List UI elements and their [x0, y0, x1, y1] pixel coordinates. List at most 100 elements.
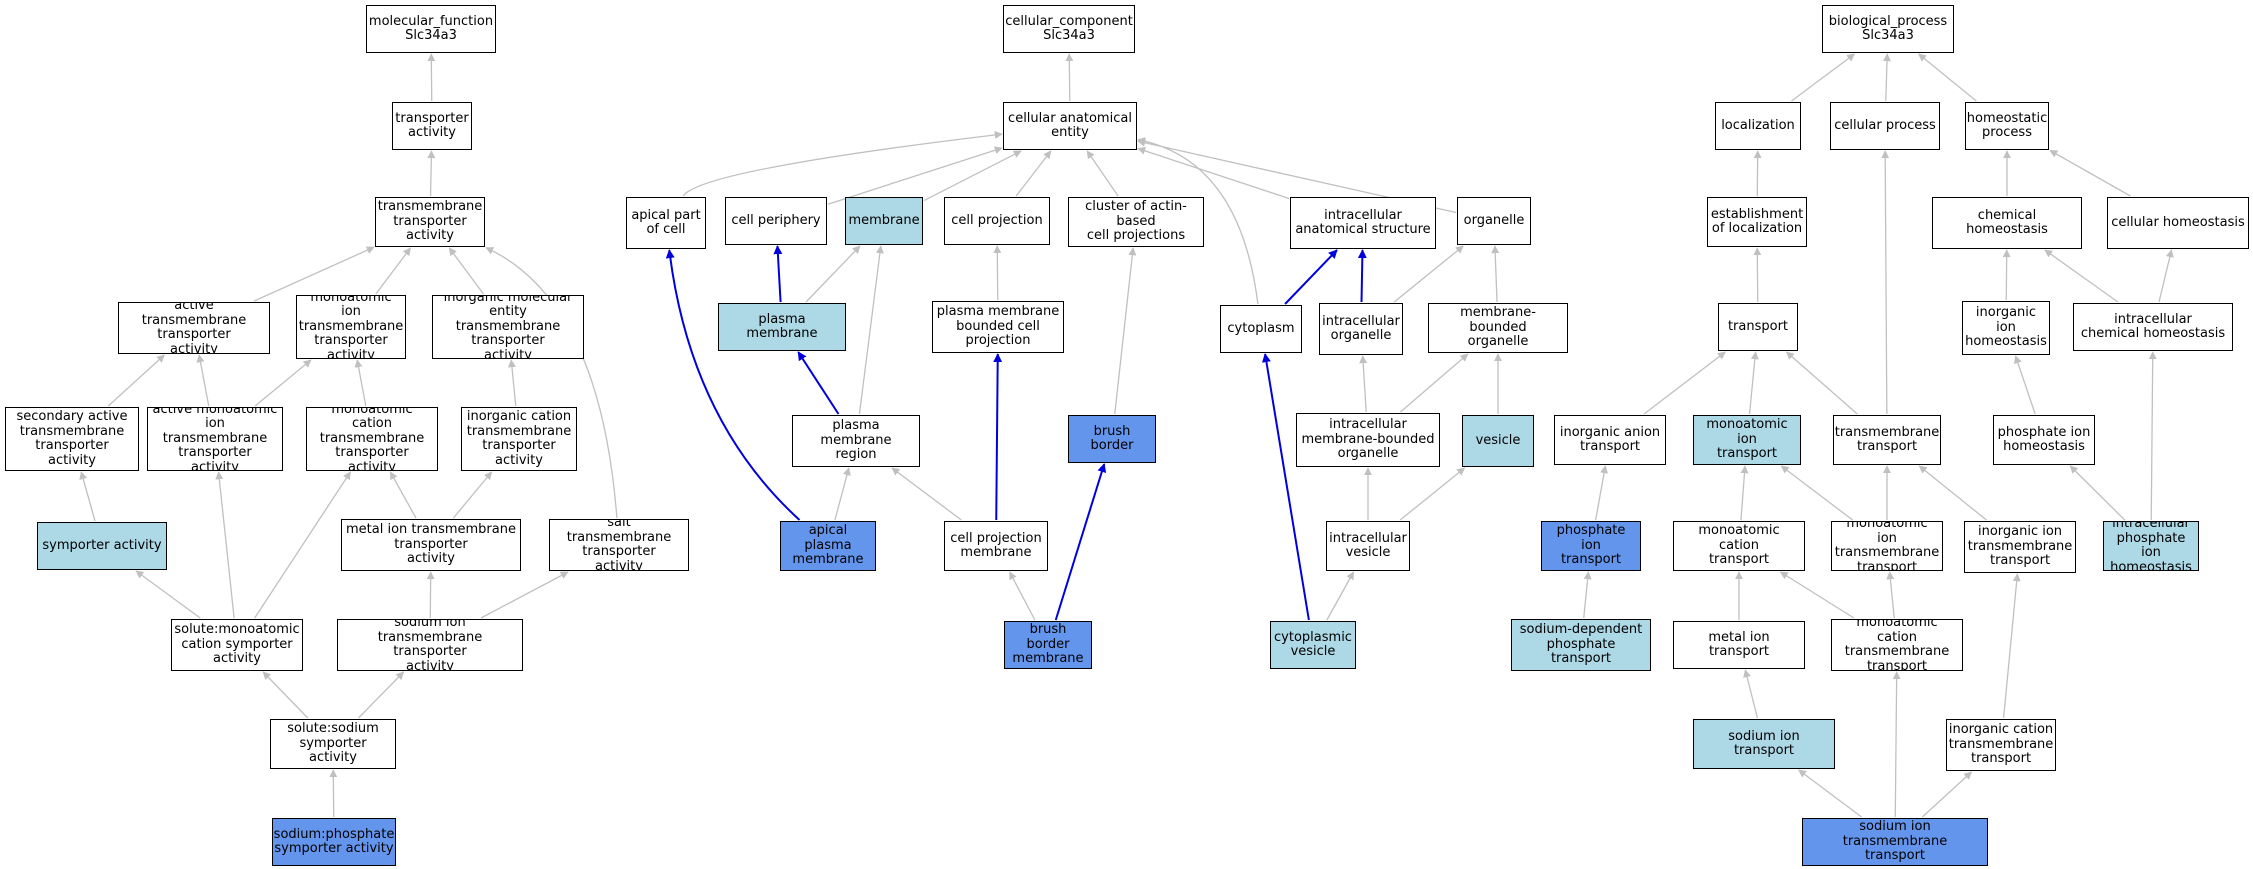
go-term-bp-metaliontrans[interactable]: metal ion transport [1673, 621, 1805, 669]
go-term-mf-activemono[interactable]: active monoatomic ion transmembrane tran… [147, 407, 283, 471]
go-term-bp-monocattm[interactable]: monoatomic cation transmembrane transpor… [1831, 619, 1963, 671]
go-term-label: intracellular anatomical structure [1295, 207, 1431, 237]
go-term-bp-intrachem[interactable]: intracellular chemical homeostasis [2073, 303, 2233, 351]
edge-mf-solmono-to-mf-symporter [135, 570, 201, 619]
go-term-cc-anat[interactable]: cellular anatomical entity [1003, 102, 1137, 150]
go-term-bp-chemhomeo[interactable]: chemical homeostasis [1932, 197, 2082, 249]
edge-cc-apicalpm-to-cc-pmregion [834, 467, 851, 521]
go-term-cc-membound[interactable]: membrane-bounded organelle [1428, 303, 1568, 353]
go-term-cc-cluster[interactable]: cluster of actin-based cell projections [1068, 197, 1204, 247]
go-term-bp-cellhomeo[interactable]: cellular homeostasis [2107, 197, 2249, 249]
go-term-label: sodium ion transport [1728, 728, 1800, 758]
go-term-mf-inorgmol[interactable]: inorganic molecular entity transmembrane… [432, 295, 584, 359]
go-term-label: plasma membrane region [820, 418, 892, 463]
go-term-cc-pmbounded[interactable]: plasma membrane bounded cell projection [932, 301, 1064, 353]
edge-bp-phosiontrans-to-bp-inorganion [1595, 465, 1609, 521]
go-term-mf-solmono[interactable]: solute:monoatomic cation symporter activ… [171, 619, 303, 671]
go-term-bp-homeo[interactable]: homeostatic process [1965, 102, 2049, 150]
go-term-label: phosphate ion transport [1556, 523, 1626, 568]
go-term-mf-monocation[interactable]: monoatomic cation transmembrane transpor… [306, 407, 438, 471]
go-term-cc-apicalpart[interactable]: apical part of cell [626, 197, 706, 249]
edge-cc-intraanat-to-cc-anat [1137, 146, 1290, 200]
edge-cc-pmbounded-to-cc-projection [993, 245, 1002, 301]
go-term-bp-inorgiontm[interactable]: inorganic ion transmembrane transport [1964, 521, 2076, 573]
go-term-cc-cellprojmem[interactable]: cell projection membrane [944, 521, 1048, 571]
edge-bp-transport-to-bp-estab [1753, 247, 1762, 303]
edge-mf-activemono-to-mf-monoion [254, 359, 312, 407]
edge-bp-sodiumtm-to-bp-sodiumtrans [1798, 769, 1862, 818]
go-term-cc-periphery[interactable]: cell periphery [725, 197, 827, 245]
go-term-mf-inorgcation[interactable]: inorganic cation transmembrane transport… [461, 407, 577, 471]
go-term-label: cytoplasm [1227, 320, 1295, 336]
go-term-bp-local[interactable]: localization [1715, 102, 1801, 150]
edge-bp-local-to-bp-root [1791, 53, 1856, 102]
go-term-label: inorganic anion transport [1559, 424, 1661, 454]
go-term-label: transmembrane transporter activity [377, 199, 483, 244]
go-term-cc-root[interactable]: cellular_component Slc34a3 [1003, 5, 1135, 53]
edge-bp-sodiumtm-to-bp-monocattm [1892, 671, 1901, 818]
go-term-bp-sodiumtm[interactable]: sodium ion transmembrane transport [1802, 818, 1988, 866]
go-term-cc-plasmamem[interactable]: plasma membrane [718, 303, 846, 351]
go-term-label: plasma membrane [746, 311, 818, 341]
go-term-bp-phoshomeo[interactable]: phosphate ion homeostasis [1993, 415, 2095, 465]
go-term-cc-membrane[interactable]: membrane [845, 197, 923, 245]
go-term-cc-intravesicle[interactable]: intracellular vesicle [1326, 521, 1410, 571]
go-term-bp-inorganion[interactable]: inorganic anion transport [1554, 415, 1666, 465]
go-term-bp-cellproc[interactable]: cellular process [1830, 102, 1940, 150]
edge-mf-solmono-to-mf-activemono [215, 471, 235, 619]
go-term-label: metal ion transport [1708, 629, 1770, 659]
go-term-bp-sodiumphos[interactable]: sodium-dependent phosphate transport [1511, 619, 1651, 671]
go-term-bp-inorgionhomeo[interactable]: inorganic ion homeostasis [1962, 301, 2050, 355]
go-term-label: cluster of actin-based cell projections [1085, 199, 1187, 244]
edge-cc-membrane-to-cc-anat [923, 150, 1022, 202]
go-term-bp-root[interactable]: biological_process Slc34a3 [1822, 5, 1954, 53]
go-term-mf-active[interactable]: active transmembrane transporter activit… [118, 302, 270, 354]
go-term-cc-brush[interactable]: brush border [1068, 415, 1156, 463]
edge-cc-projection-to-cc-anat [1015, 150, 1052, 197]
go-term-bp-tmtransport[interactable]: transmembrane transport [1833, 415, 1941, 465]
go-term-label: cell periphery [731, 212, 821, 228]
go-term-cc-cytovesicle[interactable]: cytoplasmic vesicle [1270, 621, 1356, 669]
go-term-mf-tm[interactable]: transmembrane transporter activity [375, 197, 485, 247]
go-term-cc-organelle[interactable]: organelle [1457, 197, 1531, 245]
go-term-mf-symporter[interactable]: symporter activity [37, 522, 167, 570]
go-term-bp-intraphos[interactable]: intracellular phosphate ion homeostasis [2103, 521, 2199, 571]
go-term-mf-root[interactable]: molecular_function Slc34a3 [366, 5, 496, 53]
go-term-cc-cytoplasm[interactable]: cytoplasm [1220, 305, 1302, 353]
go-term-label: monoatomic cation transmembrane transpor… [1844, 619, 1950, 671]
go-term-mf-solsodium[interactable]: solute:sodium symporter activity [270, 719, 396, 769]
edge-mf-sodiumion-to-mf-salt [480, 571, 569, 619]
go-term-label: brush border [1090, 423, 1134, 453]
go-term-bp-monocattrans[interactable]: monoatomic cation transport [1673, 521, 1805, 571]
go-term-cc-intraorg[interactable]: intracellular organelle [1319, 303, 1403, 355]
go-term-mf-secactive[interactable]: secondary active transmembrane transport… [5, 407, 139, 471]
go-term-bp-monoiontm[interactable]: monoatomic ion transmembrane transport [1831, 521, 1943, 571]
go-term-cc-intraanat[interactable]: intracellular anatomical structure [1290, 197, 1436, 249]
edge-mf-salt-to-mf-tm [485, 247, 618, 519]
go-term-cc-pmregion[interactable]: plasma membrane region [792, 415, 920, 467]
go-term-label: chemical homeostasis [1966, 207, 2048, 237]
go-term-cc-vesicle[interactable]: vesicle [1462, 415, 1534, 467]
go-term-bp-inorgcattm[interactable]: inorganic cation transmembrane transport [1946, 719, 2056, 771]
go-term-bp-transport[interactable]: transport [1718, 303, 1798, 351]
edge-cc-plasmamem-to-cc-periphery [773, 245, 783, 303]
go-term-bp-monoiontrans[interactable]: monoatomic ion transport [1693, 415, 1801, 465]
go-term-mf-sodiumion[interactable]: sodium ion transmembrane transporter act… [337, 619, 523, 671]
go-term-cc-brushmem[interactable]: brush border membrane [1004, 621, 1092, 669]
go-term-cc-apicalpm[interactable]: apical plasma membrane [780, 521, 876, 571]
edge-cc-intravesicle-to-cc-vesicle [1399, 467, 1466, 521]
go-term-cc-projection[interactable]: cell projection [944, 197, 1050, 245]
go-term-mf-metalion[interactable]: metal ion transmembrane transporter acti… [341, 519, 521, 571]
go-term-bp-sodiumtrans[interactable]: sodium ion transport [1693, 719, 1835, 769]
go-term-mf-naphos[interactable]: sodium:phosphate symporter activity [272, 818, 396, 866]
go-term-bp-estab[interactable]: establishment of localization [1707, 197, 1807, 247]
go-term-mf-monoion[interactable]: monoatomic ion transmembrane transporter… [296, 295, 406, 359]
go-term-bp-phosiontrans[interactable]: phosphate ion transport [1541, 521, 1641, 571]
go-term-mf-transporter[interactable]: transporter activity [392, 102, 472, 150]
edge-mf-activemono-to-mf-active [196, 354, 210, 407]
edge-cc-cytoplasm-to-cc-anat [1137, 137, 1259, 305]
go-term-mf-salt[interactable]: salt transmembrane transporter activity [549, 519, 689, 571]
go-term-label: cellular anatomical entity [1008, 110, 1132, 140]
go-term-cc-intramemorg[interactable]: intracellular membrane-bounded organelle [1296, 413, 1440, 467]
